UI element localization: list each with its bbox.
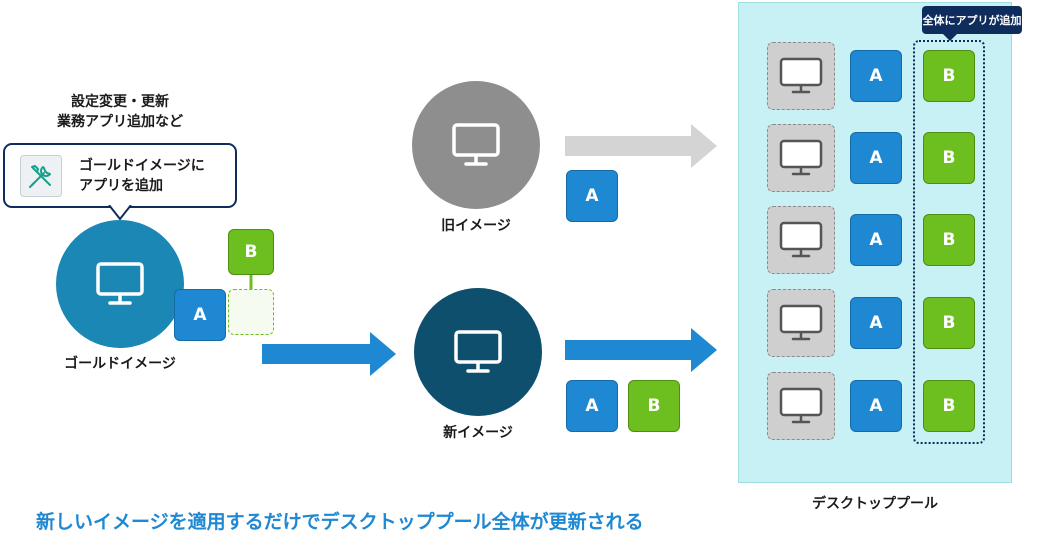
monitor-icon (452, 123, 500, 166)
pool-desktop-slot (767, 289, 835, 357)
golden-callout-pointer (108, 205, 132, 221)
pool-desktop-slot (767, 42, 835, 110)
monitor-icon (779, 221, 823, 258)
monitor-icon (779, 304, 823, 341)
golden-bubble-line2: アプリを追加 (79, 178, 163, 194)
pool-tile-a: A (850, 132, 902, 184)
new-tile-a: A (566, 380, 618, 432)
old-image-circle (412, 81, 540, 209)
pool-tile-b: B (923, 132, 975, 184)
monitor-icon (779, 387, 823, 424)
pool-badge: 全体にアプリが追加 (922, 6, 1022, 34)
pool-tile-a: A (850, 380, 902, 432)
golden-tile-b: B (228, 229, 274, 275)
golden-image-circle (56, 220, 184, 348)
pool-badge-pointer (942, 33, 958, 41)
pool-tile-a: A (850, 297, 902, 349)
pool-desktop-slot (767, 124, 835, 192)
pool-label: デスクトッププール (812, 496, 938, 512)
pool-desktop-slot (767, 206, 835, 274)
new-image-label: 新イメージ (443, 425, 513, 441)
golden-note: 設定変更・更新 業務アプリ追加など (30, 92, 210, 132)
arrow-gray (565, 124, 717, 168)
pool-b-column-outline (913, 40, 985, 444)
caption: 新しいイメージを適用するだけでデスクトッププール全体が更新される (36, 511, 644, 533)
pool-tile-b: B (923, 297, 975, 349)
golden-image-label: ゴールドイメージ (64, 356, 176, 372)
golden-note-line1: 設定変更・更新 (71, 94, 169, 110)
wrench-screwdriver-icon (20, 155, 62, 197)
golden-tile-a: A (174, 289, 226, 341)
monitor-icon (454, 330, 502, 373)
golden-note-line2: 業務アプリ追加など (57, 114, 183, 130)
golden-bubble-text: ゴールドイメージに アプリを追加 (79, 156, 205, 196)
monitor-icon (96, 262, 144, 305)
golden-bubble-line1: ゴールドイメージに (79, 158, 205, 174)
new-tile-b: B (628, 380, 680, 432)
pool-desktop-slot (767, 372, 835, 440)
old-image-label: 旧イメージ (441, 218, 511, 234)
pool-tile-a: A (850, 214, 902, 266)
arrow-to-new-image (262, 332, 396, 376)
arrow-to-pool (565, 328, 717, 372)
pool-tile-a: A (850, 50, 902, 102)
pool-tile-b: B (923, 214, 975, 266)
pool-tile-b: B (923, 380, 975, 432)
monitor-icon (779, 57, 823, 94)
pool-badge-text: 全体にアプリが追加 (922, 14, 1022, 27)
new-image-circle (414, 288, 542, 416)
drop-target-slot (228, 289, 274, 335)
monitor-icon (779, 139, 823, 176)
old-tile-a: A (566, 170, 618, 222)
golden-callout-bubble: ゴールドイメージに アプリを追加 (3, 143, 237, 208)
pool-tile-b: B (923, 50, 975, 102)
